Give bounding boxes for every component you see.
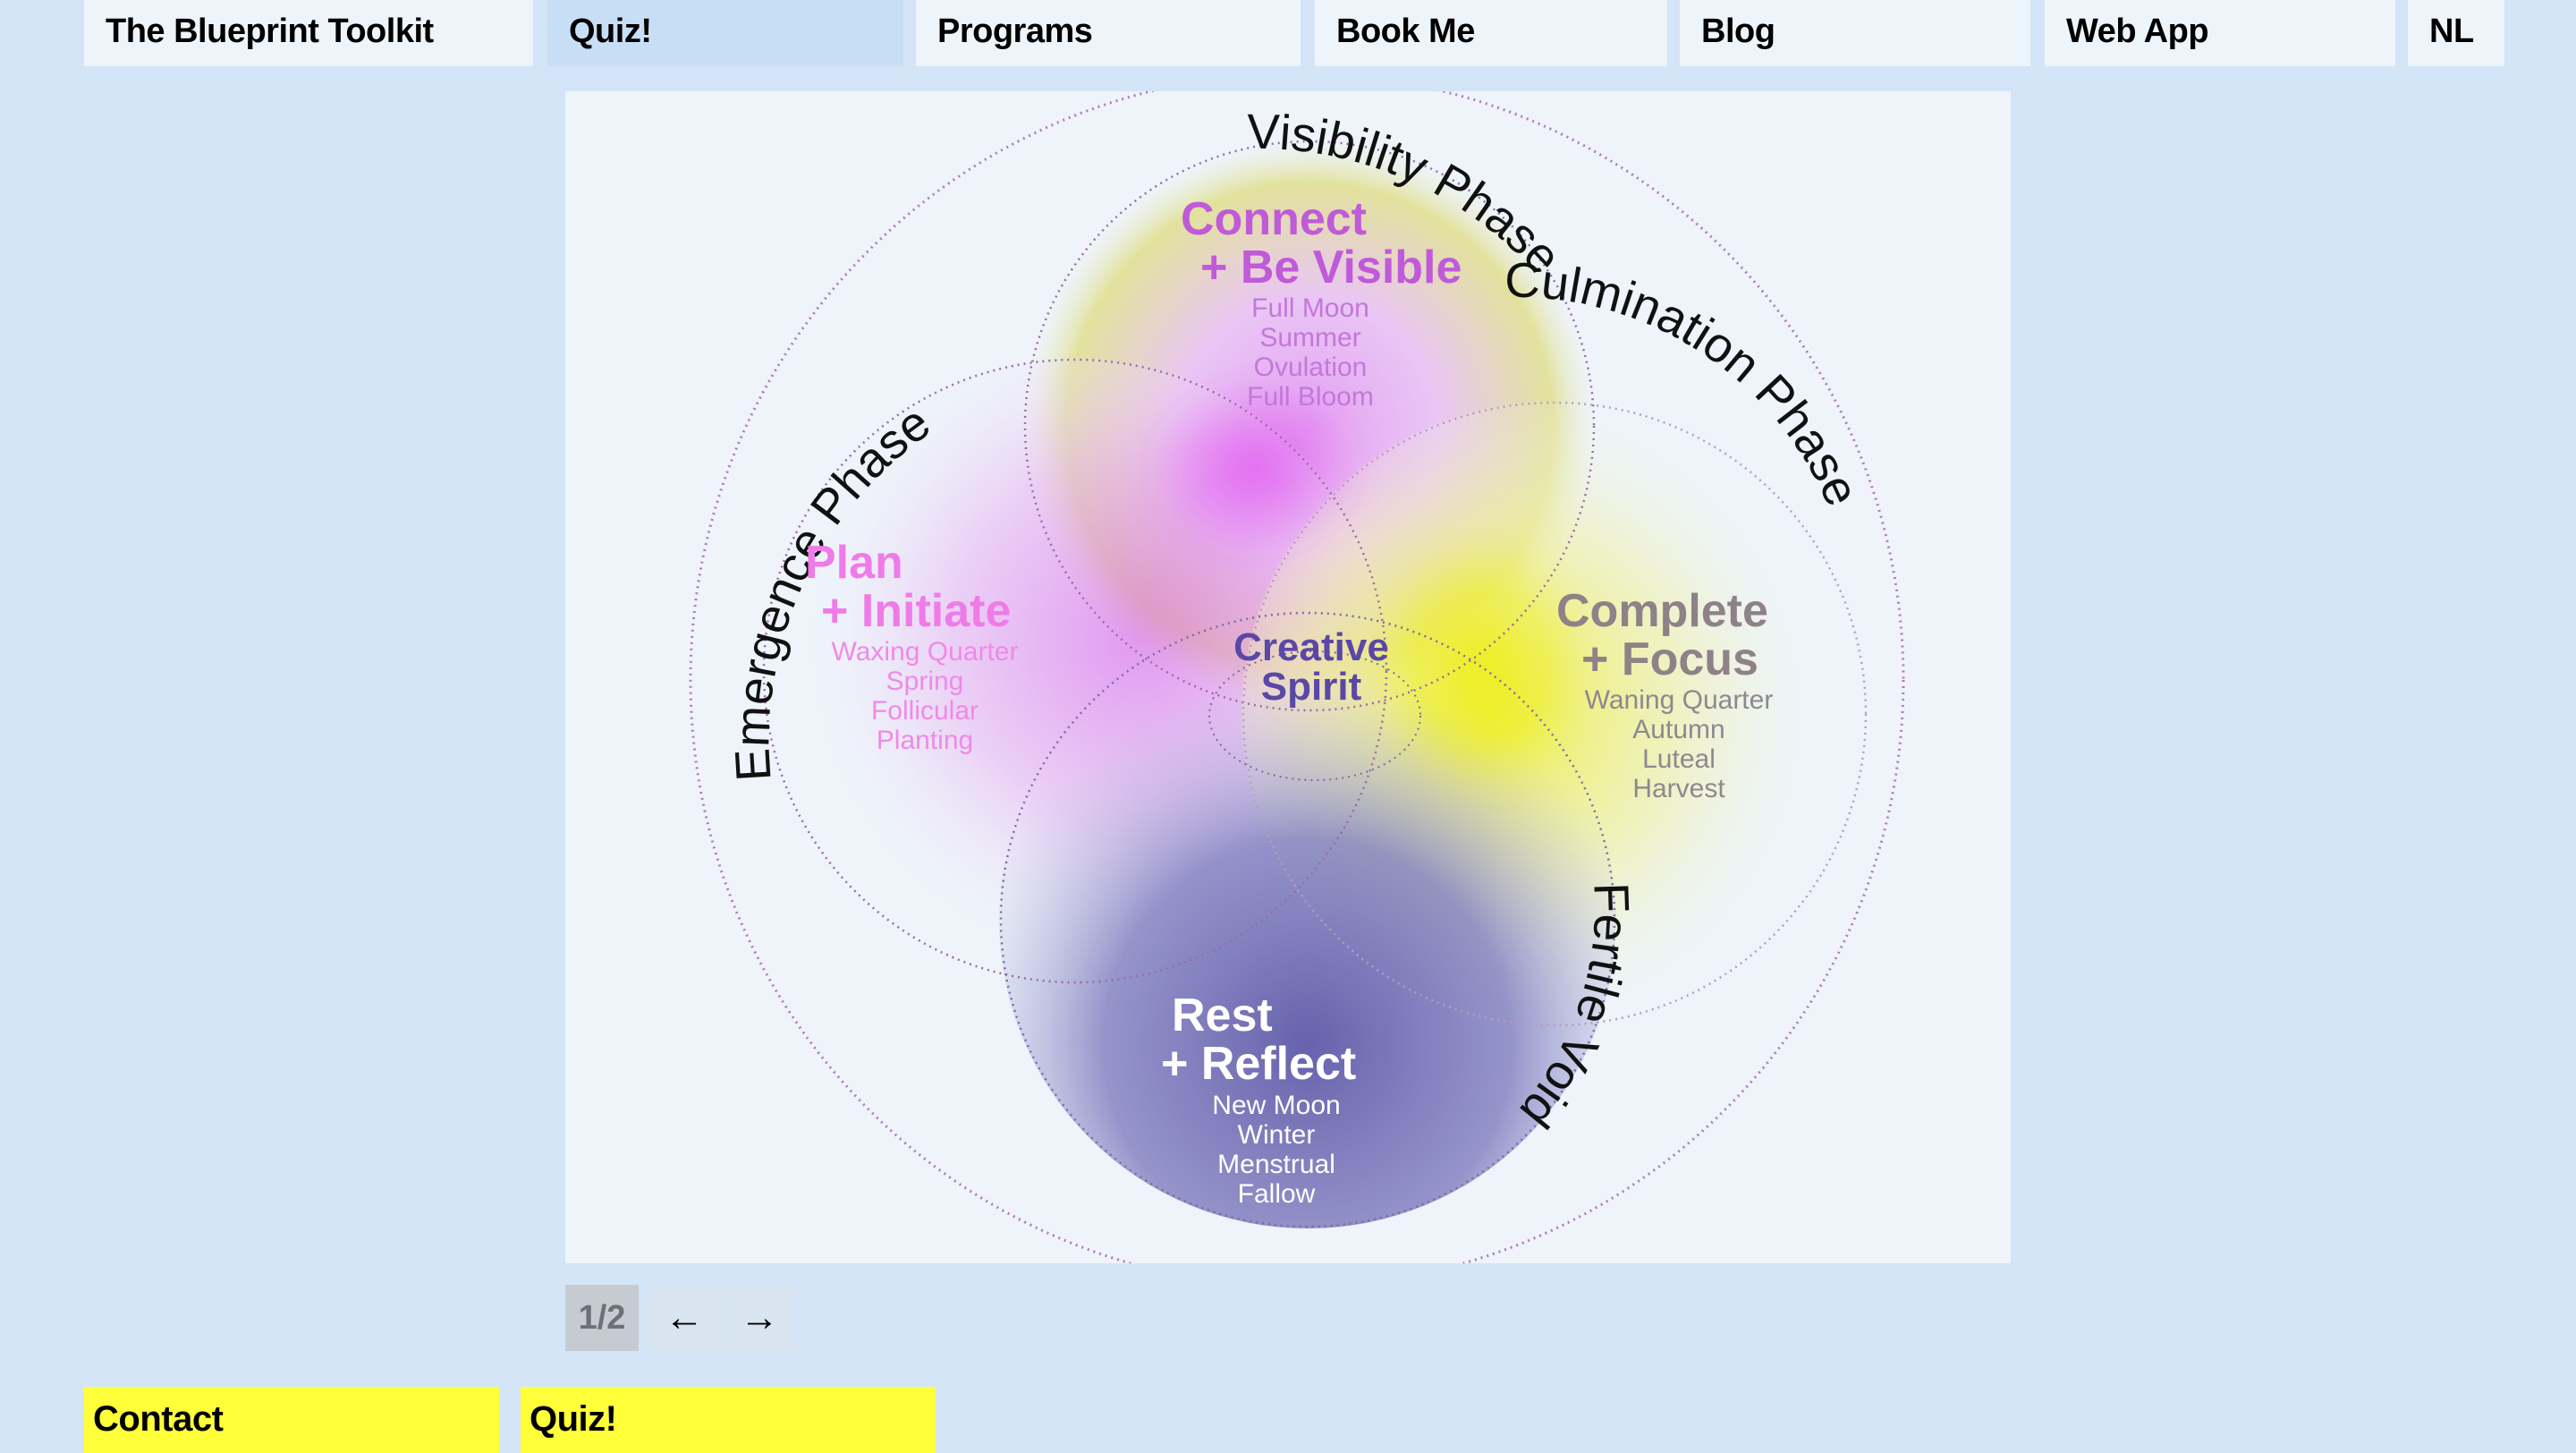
creative-spirit-line-2: Spirit [1261, 665, 1362, 709]
complete-quadrant: Complete + Focus Waning Quarter Autumn L… [1556, 585, 1773, 803]
footer-quiz-button[interactable]: Quiz! [521, 1387, 936, 1453]
complete-line: Harvest [1632, 774, 1725, 803]
next-slide-arrow-icon[interactable]: → [723, 1285, 796, 1351]
nav-item-nl[interactable]: NL [2408, 0, 2504, 66]
outer-cycle-ring [689, 91, 1905, 1263]
rest-circle-outline [999, 611, 1616, 1228]
moon-cycle-venn-diagram: Visibility Phase Culmination Phase Emerg… [689, 91, 1905, 1263]
rest-line: Menstrual [1217, 1150, 1335, 1179]
complete-title: Complete [1556, 585, 1768, 637]
plan-circle-outline [762, 358, 1388, 984]
complete-line: Luteal [1642, 744, 1716, 774]
creative-spirit-ring [1208, 650, 1421, 781]
creative-spirit-line-1: Creative [1233, 625, 1389, 669]
nav-item-blueprint-toolkit[interactable]: The Blueprint Toolkit [84, 0, 533, 66]
rest-title: Rest [1172, 990, 1273, 1041]
plan-quadrant: Plan + Initiate Waxing Quarter Spring Fo… [805, 537, 1018, 755]
rest-line: Fallow [1238, 1179, 1316, 1209]
nav-item-blog[interactable]: Blog [1680, 0, 2030, 66]
rest-line: Winter [1238, 1120, 1316, 1150]
plan-title: Plan [805, 537, 903, 589]
connect-subtitle: + Be Visible [1200, 242, 1462, 293]
slideshow-image: Visibility Phase Culmination Phase Emerg… [565, 91, 2011, 1263]
nav-item-programs[interactable]: Programs [916, 0, 1301, 66]
connect-title: Connect [1181, 193, 1367, 245]
rest-subtitle: + Reflect [1161, 1038, 1356, 1090]
slide-counter: 1/2 [565, 1285, 639, 1351]
complete-subtitle: + Focus [1581, 633, 1758, 685]
previous-slide-arrow-icon[interactable]: ← [648, 1285, 721, 1351]
nav-item-book-me[interactable]: Book Me [1315, 0, 1667, 66]
connect-quadrant: Connect + Be Visible Full Moon Summer Ov… [1181, 193, 1462, 412]
plan-line: Spring [886, 667, 964, 696]
magenta-glow [1147, 378, 1361, 557]
connect-line: Ovulation [1254, 353, 1368, 382]
complete-line: Waning Quarter [1585, 685, 1774, 715]
complete-circle-outline [1241, 401, 1868, 1027]
rest-quadrant: Rest + Reflect New Moon Winter Menstrual… [1161, 990, 1356, 1209]
footer-contact-button[interactable]: Contact [84, 1387, 499, 1453]
connect-circle-outline [1023, 140, 1596, 712]
rest-line: New Moon [1212, 1091, 1340, 1120]
connect-line: Full Bloom [1247, 382, 1374, 412]
yellow-glow [1375, 539, 1589, 789]
nav-item-quiz[interactable]: Quiz! [547, 0, 903, 66]
plan-subtitle: + Initiate [821, 585, 1011, 637]
connect-line: Summer [1259, 323, 1360, 353]
plan-line: Waxing Quarter [832, 637, 1019, 667]
plan-line: Follicular [871, 696, 979, 726]
nav-item-web-app[interactable]: Web App [2045, 0, 2395, 66]
complete-line: Autumn [1632, 715, 1724, 744]
connect-line: Full Moon [1251, 293, 1369, 323]
plan-line: Planting [877, 726, 973, 755]
